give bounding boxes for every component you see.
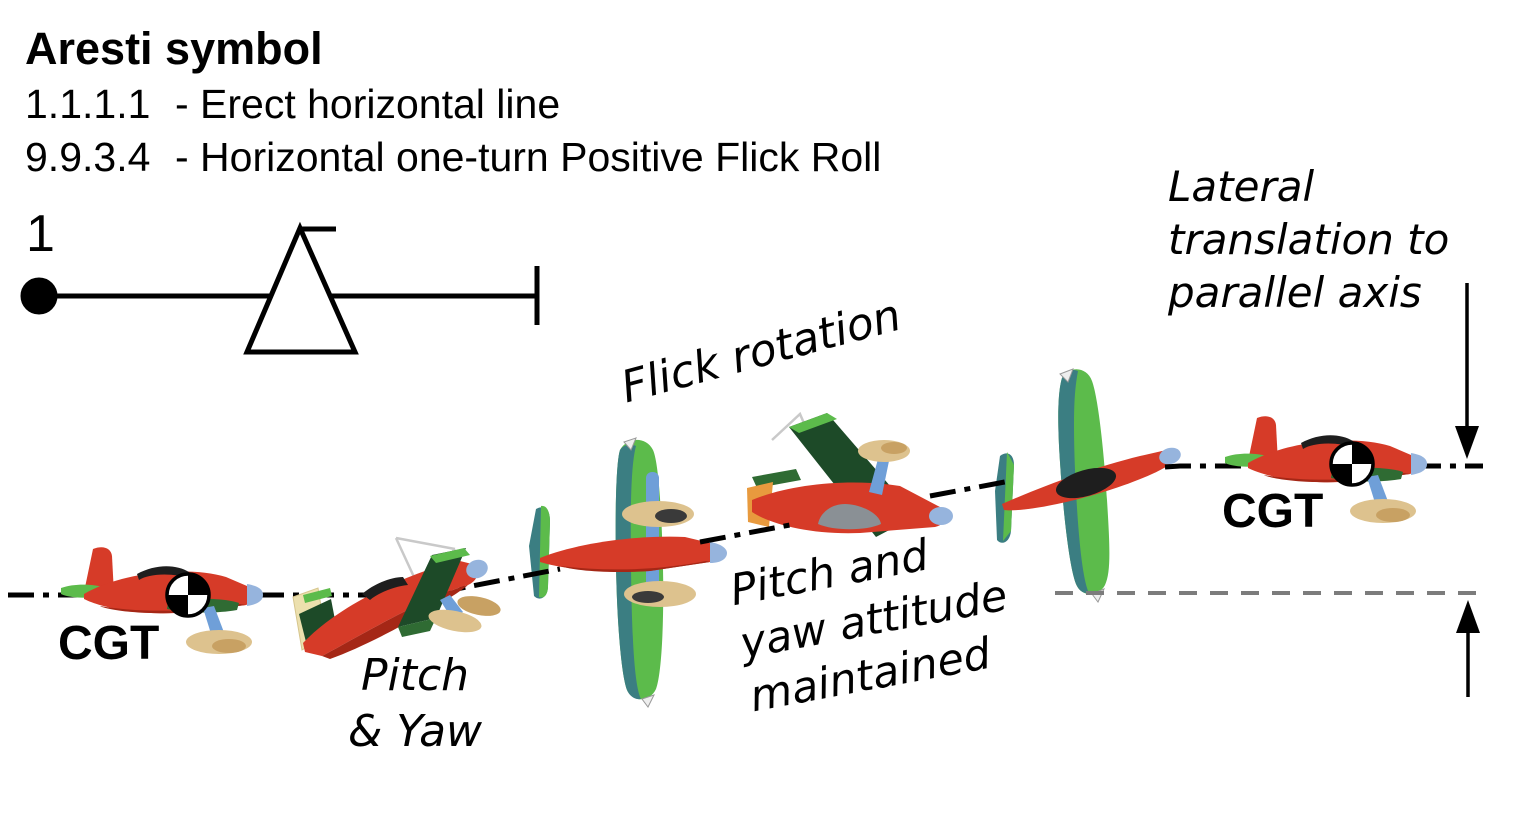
cg-symbol — [165, 572, 211, 618]
up-arrow — [1456, 600, 1480, 697]
aresti-code: 9.9.3.4 — [25, 134, 151, 180]
airplane-phase2-pitch-yaw — [292, 536, 501, 659]
aresti-entry-line: 1.1.1.1 - Erect horizontal line — [25, 78, 881, 131]
aresti-symbol-figure — [20, 221, 540, 355]
aresti-start-dot — [20, 277, 58, 315]
airplane-phase3-wings-vertical — [529, 437, 727, 708]
aresti-description: - Horizontal one-turn Positive Flick Rol… — [175, 134, 882, 180]
figure-sequence-number: 1 — [26, 205, 55, 263]
pitch-yaw-label: Pitch & Yaw — [347, 650, 483, 757]
page-title: Aresti symbol — [25, 23, 323, 74]
aresti-entry-line: 9.9.3.4 - Horizontal one-turn Positive F… — [25, 131, 881, 184]
cgt-label-right: CGT — [1222, 485, 1324, 538]
lateral-translation-label: Lateral translation to parallel axis — [1168, 162, 1450, 317]
aresti-code: 1.1.1.1 — [25, 81, 151, 127]
aresti-description: - Erect horizontal line — [175, 81, 561, 127]
down-arrow — [1455, 283, 1479, 459]
aresti-flick-triangle — [243, 221, 359, 355]
airplane-phase5-rolling — [995, 368, 1181, 603]
header-block: Aresti symbol 1.1.1.1 - Erect horizontal… — [25, 24, 881, 184]
cgt-label-left: CGT — [58, 617, 160, 670]
airplane-phase4-inverted — [747, 411, 953, 537]
